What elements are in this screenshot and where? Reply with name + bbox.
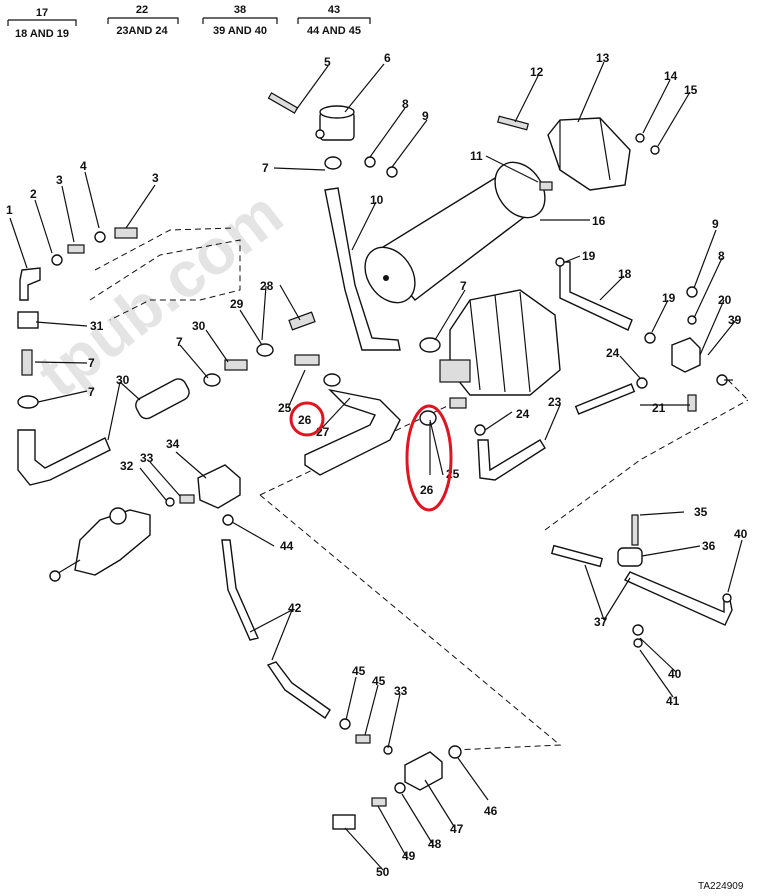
- callout-45b: 45: [352, 664, 366, 678]
- callout-29: 29: [230, 297, 244, 311]
- callout-41: 40: [668, 667, 682, 681]
- figure-code: TA224909: [698, 881, 744, 892]
- callout-1: 1: [6, 203, 13, 217]
- callout-7b: 7: [460, 279, 467, 293]
- callout-23: 23: [548, 395, 562, 409]
- header-1-top: 17: [36, 7, 48, 19]
- callout-labels: 1 2 3 3 4 5 6 7 7 7 7 7 8 8 9 9 10 11 12…: [6, 51, 748, 879]
- callout-2: 2: [30, 187, 37, 201]
- callout-3a: 3: [56, 173, 63, 187]
- callout-7d: 7: [88, 385, 95, 399]
- callout-15: 15: [684, 83, 698, 97]
- watermark-text: tpub.com: [24, 177, 295, 411]
- callout-7a: 7: [262, 161, 269, 175]
- master-cylinder: [49, 507, 151, 582]
- right-tubes: [477, 261, 701, 481]
- highlight-circle-26a: [289, 401, 325, 437]
- callout-13: 13: [596, 51, 610, 65]
- callout-14: 14: [664, 69, 678, 83]
- header-3-bottom: 39 AND 40: [213, 25, 267, 37]
- callout-31: 30: [116, 373, 130, 387]
- header-2-top: 22: [136, 4, 148, 16]
- callout-30-left: 7: [88, 356, 95, 370]
- callout-35: 34: [166, 437, 180, 451]
- callout-50: 49: [402, 849, 416, 863]
- callout-46: 45: [372, 674, 386, 688]
- callout-44: 42: [288, 601, 302, 615]
- header-2-bottom: 23AND 24: [116, 25, 168, 37]
- callout-40b: 40: [734, 527, 748, 541]
- callout-33a: 32: [120, 459, 134, 473]
- callout-8b: 8: [718, 249, 725, 263]
- callout-34: 33: [140, 451, 154, 465]
- hose-44: [221, 539, 331, 719]
- callout-28: 28: [260, 279, 274, 293]
- callout-42: 41: [666, 694, 680, 708]
- callout-8a: 8: [402, 97, 409, 111]
- callout-26b: 26: [420, 483, 434, 497]
- highlight-ellipse-26b: [405, 404, 453, 512]
- pump-assembly: [439, 289, 561, 396]
- center-fittings: [203, 92, 728, 755]
- header-4-bottom: 44 AND 45: [307, 25, 361, 37]
- callout-12: 12: [530, 65, 544, 79]
- highlight-marks: [289, 401, 453, 512]
- tube-27: [304, 388, 401, 476]
- callout-leaders: [9, 61, 743, 871]
- callout-24b: 24: [516, 407, 530, 421]
- callout-48: 47: [450, 822, 464, 836]
- callout-25a: 25: [278, 401, 292, 415]
- callout-51: 50: [376, 865, 390, 879]
- callout-37: 36: [702, 539, 716, 553]
- callout-32: 31: [90, 319, 104, 333]
- callout-24a: 24: [606, 346, 620, 360]
- header-4-top: 43: [328, 4, 340, 16]
- hose-31: [17, 378, 190, 486]
- header-group: 17 18 AND 19 22 23AND 24 38 39 AND 40 43…: [7, 4, 371, 40]
- callout-30: 30: [192, 319, 206, 333]
- block-35: [165, 464, 241, 509]
- callout-39: 37: [594, 615, 608, 629]
- fuel-filter-canister: [364, 161, 546, 304]
- callout-21: 21: [652, 401, 666, 415]
- hose-10: [324, 187, 401, 351]
- callout-9b: 9: [712, 217, 719, 231]
- callout-33b: 33: [394, 684, 408, 698]
- callout-40a: 39: [728, 313, 742, 327]
- callout-11: 11: [470, 149, 483, 163]
- callout-19b: 19: [662, 291, 676, 305]
- small-filter: [315, 105, 355, 141]
- tee-48: [332, 745, 462, 830]
- callout-4: 4: [80, 159, 87, 173]
- callout-6: 6: [384, 51, 391, 65]
- callout-5: 5: [324, 55, 331, 69]
- callout-26a: 26: [298, 413, 312, 427]
- callout-9a: 9: [422, 109, 429, 123]
- left-fittings: [17, 227, 138, 409]
- callout-49: 48: [428, 837, 442, 851]
- callout-36: 35: [694, 505, 708, 519]
- callout-10: 10: [370, 193, 384, 207]
- callout-19a: 19: [582, 249, 596, 263]
- frame-outline: [89, 227, 241, 321]
- callout-7c: 7: [176, 335, 183, 349]
- mounting-bracket: [547, 117, 631, 191]
- callout-3b: 3: [152, 171, 159, 185]
- callout-18: 18: [618, 267, 632, 281]
- callout-16: 16: [592, 214, 606, 228]
- header-3-top: 38: [234, 4, 246, 16]
- callout-45a: 44: [280, 539, 294, 553]
- clamp-37: [550, 514, 733, 648]
- callout-47: 46: [484, 804, 498, 818]
- callout-20: 20: [718, 293, 732, 307]
- header-1-bottom: 18 AND 19: [15, 28, 69, 40]
